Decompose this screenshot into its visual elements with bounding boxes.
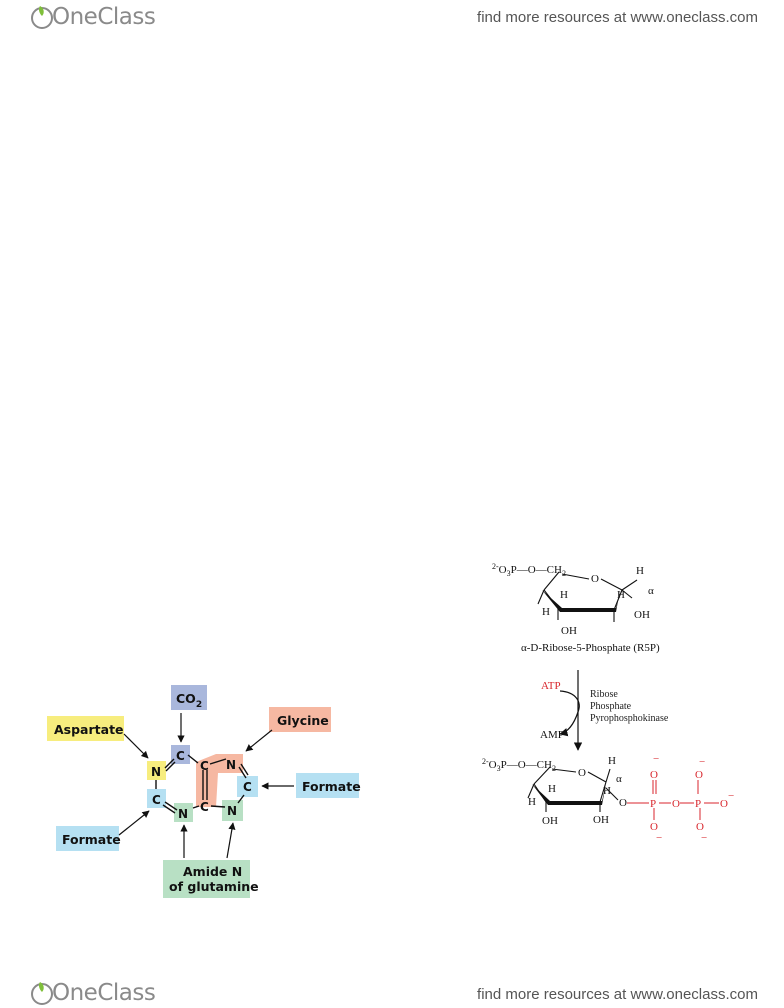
svg-text:OH: OH	[593, 814, 609, 826]
svg-text:α: α	[616, 773, 622, 785]
svg-text:Formate: Formate	[302, 779, 361, 794]
svg-text:2-O3P—O—CH2: 2-O3P—O—CH2	[492, 562, 566, 578]
svg-text:O: O	[650, 821, 658, 833]
svg-text:of glutamine: of glutamine	[169, 879, 259, 894]
logo-text: OneClass	[52, 980, 156, 1006]
svg-text:O: O	[672, 798, 680, 810]
atom-c2: C	[152, 793, 161, 807]
arrow-aspartate	[123, 733, 149, 759]
n9-patch	[222, 800, 243, 821]
r5p-caption: α-D-Ribose-5-Phosphate (R5P)	[521, 642, 660, 654]
svg-text:O: O	[696, 821, 704, 833]
prpp-synthesis-diagram: 2-O3P—O—CH2 O H α H H H OH OH α-D-Ribose…	[482, 562, 734, 842]
arrow-amide-right	[226, 822, 236, 859]
arrow-formate-left	[118, 810, 150, 836]
atom-n9: N	[227, 804, 237, 818]
footer-logo[interactable]: OneClass	[30, 980, 156, 1006]
atom-n3: N	[178, 807, 188, 821]
prpp-structure: 2-O3P—O—CH2 O H α H H H OH OH O	[482, 753, 734, 842]
svg-text:OH: OH	[542, 815, 558, 827]
formate-left-label: Formate	[56, 826, 121, 851]
svg-text:O: O	[650, 769, 658, 781]
atom-c8: C	[243, 780, 252, 794]
glycine-label: Glycine	[269, 707, 331, 732]
reaction-step: ATP AMP Ribose Phosphate Pyrophosphokina…	[540, 670, 669, 751]
co2-label: CO2	[171, 685, 207, 710]
svg-text:−: −	[699, 756, 705, 768]
svg-text:−: −	[653, 753, 659, 765]
leaf-icon	[31, 982, 53, 1005]
aspartate-label: Aspartate	[47, 716, 124, 741]
svg-text:H: H	[617, 589, 625, 601]
svg-text:P: P	[695, 798, 701, 810]
atom-c5: C	[200, 759, 209, 773]
svg-text:2-O3P—O—CH2: 2-O3P—O—CH2	[482, 757, 556, 773]
svg-text:Amide N: Amide N	[183, 864, 242, 879]
svg-text:−: −	[728, 790, 734, 802]
svg-text:OH: OH	[561, 625, 577, 637]
svg-text:O: O	[578, 767, 586, 779]
atom-c6: C	[176, 749, 185, 763]
svg-text:O: O	[695, 769, 703, 781]
svg-text:−: −	[701, 832, 707, 842]
svg-text:O: O	[720, 798, 728, 810]
svg-text:H: H	[528, 796, 536, 808]
svg-text:H: H	[603, 785, 611, 797]
n3-patch	[174, 803, 193, 822]
formate-right-label: Formate	[296, 773, 361, 798]
svg-text:−: −	[656, 832, 662, 842]
svg-text:Glycine: Glycine	[277, 713, 329, 728]
svg-text:Phosphate: Phosphate	[590, 701, 632, 712]
svg-text:α: α	[648, 585, 654, 597]
svg-text:Ribose: Ribose	[590, 689, 618, 700]
atom-c4: C	[200, 800, 209, 814]
n1-patch	[147, 761, 166, 780]
svg-text:H: H	[548, 783, 556, 795]
svg-text:O: O	[619, 797, 627, 809]
r5p-structure: 2-O3P—O—CH2 O H α H H H OH OH α-D-Ribose…	[492, 562, 660, 654]
amide-n-label: Amide N of glutamine	[163, 860, 259, 898]
leaf-icon	[31, 6, 53, 29]
c8-patch	[237, 776, 258, 797]
atom-n7: N	[226, 758, 236, 772]
svg-text:P: P	[650, 798, 656, 810]
svg-text:Pyrophosphokinase: Pyrophosphokinase	[590, 713, 669, 724]
header-logo[interactable]: OneClass	[30, 4, 156, 30]
svg-text:ATP: ATP	[541, 680, 561, 692]
atom-n1: N	[151, 765, 161, 779]
arrow-glycine	[245, 729, 273, 752]
glycine-patch	[196, 754, 243, 807]
svg-text:Aspartate: Aspartate	[54, 722, 124, 737]
svg-text:CO2: CO2	[176, 691, 202, 710]
svg-text:H: H	[608, 755, 616, 767]
svg-text:OH: OH	[634, 609, 650, 621]
c2-patch	[147, 789, 166, 808]
footer-resources-link[interactable]: find more resources at www.oneclass.com	[477, 986, 758, 1003]
svg-text:Formate: Formate	[62, 832, 121, 847]
svg-text:O: O	[591, 573, 599, 585]
svg-text:H: H	[636, 565, 644, 577]
svg-text:H: H	[560, 589, 568, 601]
logo-text: OneClass	[52, 4, 156, 30]
c6-patch	[171, 745, 190, 764]
purine-origin-diagram: CO2 Aspartate Glycine Formate Formate Am…	[47, 685, 361, 898]
svg-text:AMP: AMP	[540, 729, 564, 741]
header-resources-link[interactable]: find more resources at www.oneclass.com	[477, 9, 758, 26]
svg-text:H: H	[542, 606, 550, 618]
